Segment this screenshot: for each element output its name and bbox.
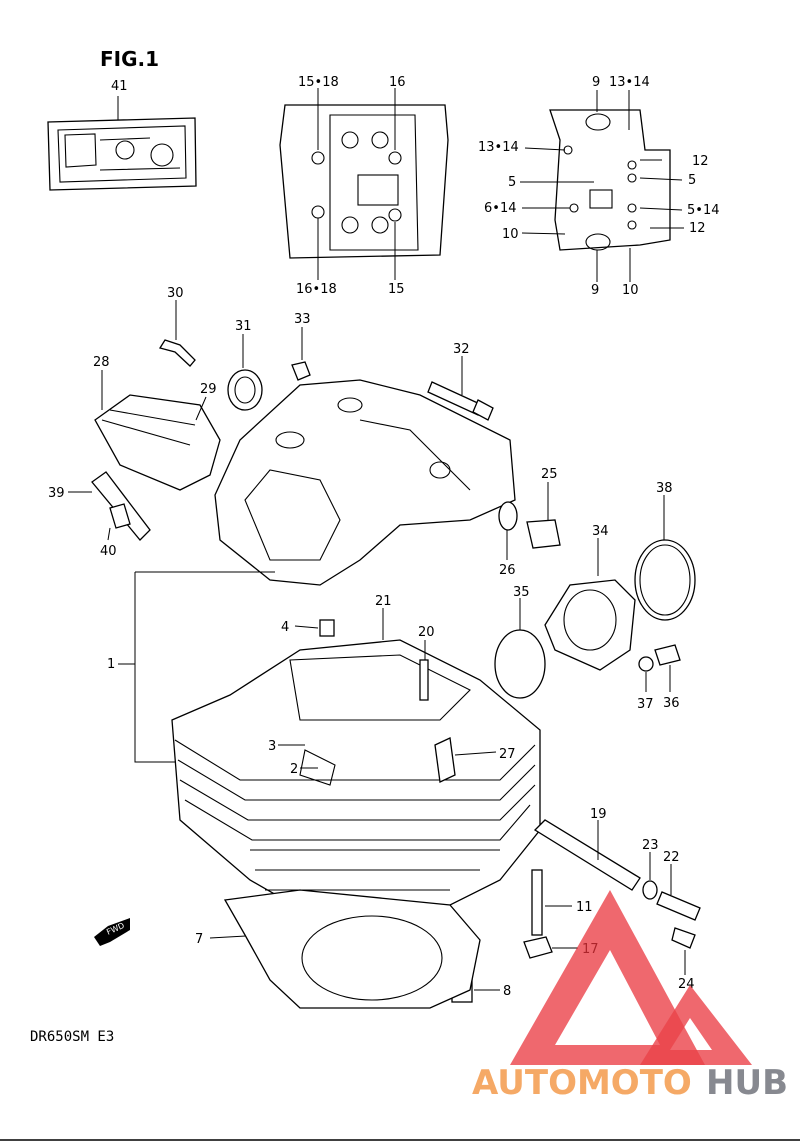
fwd-arrow-icon	[94, 918, 130, 946]
label-15: 15	[388, 282, 405, 297]
label-20: 20	[418, 625, 435, 640]
shaft-19	[533, 819, 641, 891]
label-2: 2	[290, 762, 298, 777]
nut-33	[291, 361, 311, 381]
washer-37	[638, 656, 654, 672]
logo-text-automoto: AUTOMOTO	[472, 1063, 692, 1103]
label-5-14: 5•14	[687, 203, 719, 218]
label-11: 11	[576, 900, 593, 915]
nut-17	[523, 936, 553, 959]
label-25: 25	[541, 467, 558, 482]
label-9b: 9	[591, 283, 599, 298]
label-33: 33	[294, 312, 311, 327]
label-40: 40	[100, 544, 117, 559]
cylinder-head-illustration	[171, 639, 541, 921]
spark-plug-27	[434, 737, 456, 783]
label-41: 41	[111, 79, 128, 94]
label-5b: 5	[688, 173, 696, 188]
logo-text-hub: HUB	[706, 1063, 788, 1103]
head-gasket-7	[223, 889, 481, 1009]
bolt-30	[158, 339, 196, 367]
label-13-14a: 13•14	[609, 75, 650, 90]
label-1: 1	[107, 657, 115, 672]
model-code: DR650SM E3	[30, 1029, 114, 1045]
cam-cover-top-view	[549, 109, 671, 251]
label-31: 31	[235, 319, 252, 334]
label-5a: 5	[508, 175, 516, 190]
label-8: 8	[503, 984, 511, 999]
intake-pipe-34	[544, 579, 636, 671]
label-23: 23	[642, 838, 659, 853]
label-22: 22	[663, 850, 680, 865]
label-16-18: 16•18	[296, 282, 337, 297]
bolt-40	[109, 503, 131, 529]
label-6-14: 6•14	[484, 201, 516, 216]
label-3: 3	[268, 739, 276, 754]
bolt-22	[656, 891, 701, 921]
gasket-set-illustration	[47, 117, 197, 191]
label-10a: 10	[502, 227, 519, 242]
label-26: 26	[499, 563, 516, 578]
dowel-4	[319, 619, 335, 637]
label-16: 16	[389, 75, 406, 90]
cap-28-29	[94, 394, 221, 491]
stud-11	[531, 869, 543, 936]
plug-31	[227, 369, 263, 411]
stud-20	[419, 659, 429, 701]
label-32: 32	[453, 342, 470, 357]
automotohub-logo: AUTOMOTO HUB	[472, 890, 788, 1103]
label-29: 29	[200, 382, 217, 397]
label-34: 34	[592, 524, 609, 539]
label-12b: 12	[689, 221, 706, 236]
o-ring-23	[642, 880, 658, 900]
label-12a: 12	[692, 154, 709, 169]
label-37: 37	[637, 697, 654, 712]
cam-housing-illustration	[214, 379, 516, 586]
label-13-14b: 13•14	[478, 140, 519, 155]
label-9a: 9	[592, 75, 600, 90]
washer-26	[498, 501, 518, 531]
plug-25	[526, 519, 561, 549]
clamp-38	[634, 539, 696, 621]
label-10b: 10	[622, 283, 639, 298]
label-28: 28	[93, 355, 110, 370]
label-15-18: 15•18	[298, 75, 339, 90]
figure-title: FIG.1	[100, 47, 159, 71]
label-19: 19	[590, 807, 607, 822]
label-35: 35	[513, 585, 530, 600]
label-27: 27	[499, 747, 516, 762]
label-39: 39	[48, 486, 65, 501]
label-7: 7	[195, 932, 203, 947]
label-30: 30	[167, 286, 184, 301]
label-38: 38	[656, 481, 673, 496]
bolt-36	[654, 644, 681, 666]
cylinder-head-top-view	[279, 104, 449, 259]
o-ring-35	[494, 629, 546, 699]
label-4: 4	[281, 620, 289, 635]
label-36: 36	[663, 696, 680, 711]
bolt-24	[671, 927, 696, 949]
label-21: 21	[375, 594, 392, 609]
